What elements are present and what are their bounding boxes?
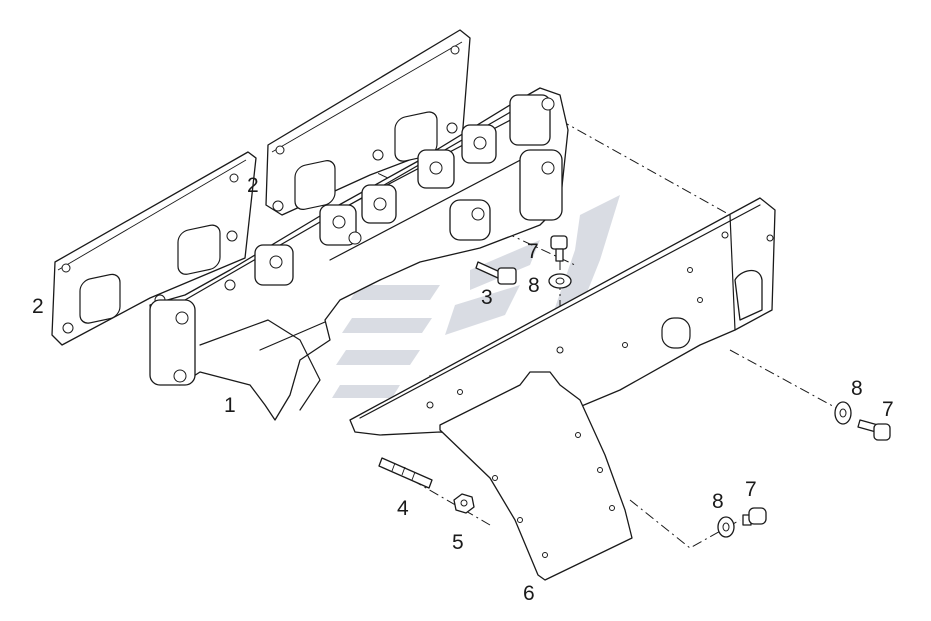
callout-2-gasket-left: 2 (32, 295, 44, 318)
callout-4-stud: 4 (397, 497, 409, 520)
stud (378, 457, 433, 489)
exhaust-manifold (149, 87, 569, 421)
callout-8-washer-right: 8 (851, 377, 863, 400)
callout-1-manifold: 1 (224, 394, 236, 417)
callout-8-washer-bottom: 8 (712, 490, 724, 513)
nut (453, 493, 475, 514)
screw-right (857, 419, 891, 441)
bolt-center (475, 261, 517, 285)
callout-3-bolt: 3 (481, 286, 493, 309)
callout-2-gasket-right: 2 (247, 174, 259, 197)
screw-bottom (742, 507, 767, 526)
callout-7-screw-right: 7 (882, 398, 894, 421)
screw-top (550, 235, 568, 262)
gasket-right (265, 29, 471, 216)
washer-top (548, 273, 572, 289)
callout-8-washer-top: 8 (528, 274, 540, 297)
heat-shield-plate (439, 371, 633, 581)
heat-shield-upper (349, 197, 776, 441)
callout-5-nut: 5 (452, 531, 464, 554)
washer-right (834, 401, 852, 425)
callout-6-heat-shield: 6 (523, 582, 535, 605)
callout-7-screw-bottom: 7 (745, 478, 757, 501)
gasket-left (51, 151, 257, 346)
washer-bottom (717, 516, 735, 538)
callout-7-screw-top: 7 (527, 240, 539, 263)
